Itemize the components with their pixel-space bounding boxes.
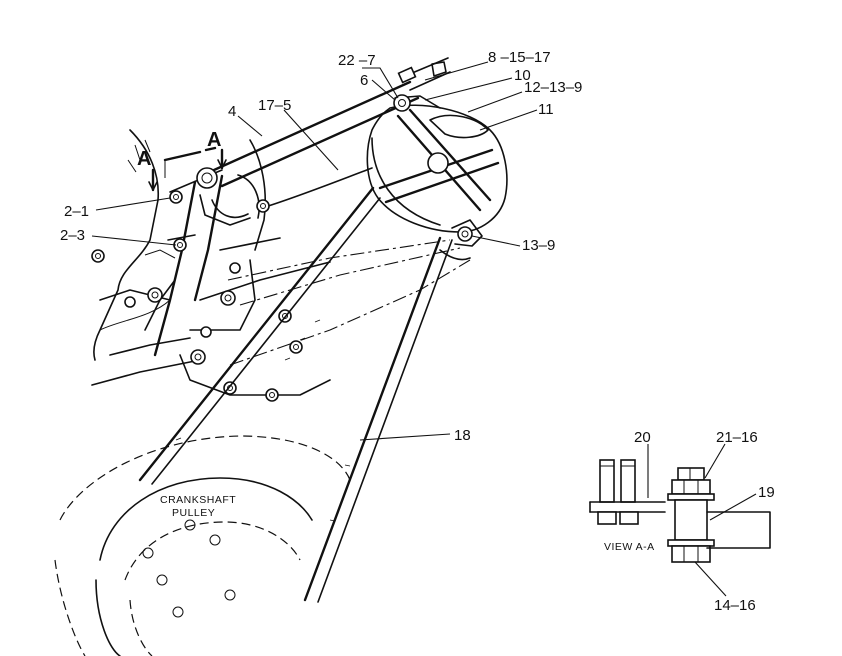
view-aa-detail: VIEW A-A xyxy=(589,459,771,563)
wire-harness xyxy=(256,167,373,213)
callout-20: 20 xyxy=(634,429,651,446)
engine-block xyxy=(91,129,471,402)
leader-lines xyxy=(91,61,757,597)
callout-labels: 22 –7 8 –15–17 6 10 12–13–9 11 4 17–5 2–… xyxy=(60,49,775,614)
mounting-bracket xyxy=(153,167,224,357)
callout-2-1: 2–1 xyxy=(64,203,89,220)
callout-8-15-17: 8 –15–17 xyxy=(488,49,551,66)
callout-4: 4 xyxy=(228,103,236,120)
pulley-label-line1: CRANKSHAFT xyxy=(160,494,236,506)
fan-belt xyxy=(138,186,453,603)
pulley-label-line2: PULLEY xyxy=(172,507,215,519)
view-aa-label: VIEW A-A xyxy=(604,541,655,553)
callout-14-16: 14–16 xyxy=(714,597,756,614)
adjusting-strap xyxy=(212,57,451,188)
callout-10: 10 xyxy=(514,67,531,84)
callout-12-13-9: 12–13–9 xyxy=(524,79,582,96)
callout-18: 18 xyxy=(454,427,471,444)
crankshaft-pulley: CRANKSHAFT PULLEY xyxy=(54,435,351,656)
callout-21-16: 21–16 xyxy=(716,429,758,446)
callout-19: 19 xyxy=(758,484,775,501)
callout-13-9: 13–9 xyxy=(522,237,555,254)
alternator xyxy=(366,94,508,247)
section-mark-a-right: A xyxy=(207,129,221,151)
section-mark-aa: A A xyxy=(137,129,227,192)
callout-17-5: 17–5 xyxy=(258,97,291,114)
callout-2-3: 2–3 xyxy=(60,227,85,244)
callout-11: 11 xyxy=(538,101,554,118)
callout-6: 6 xyxy=(360,72,368,89)
callout-22-7: 22 –7 xyxy=(338,52,376,69)
section-mark-a-left: A xyxy=(137,148,151,170)
